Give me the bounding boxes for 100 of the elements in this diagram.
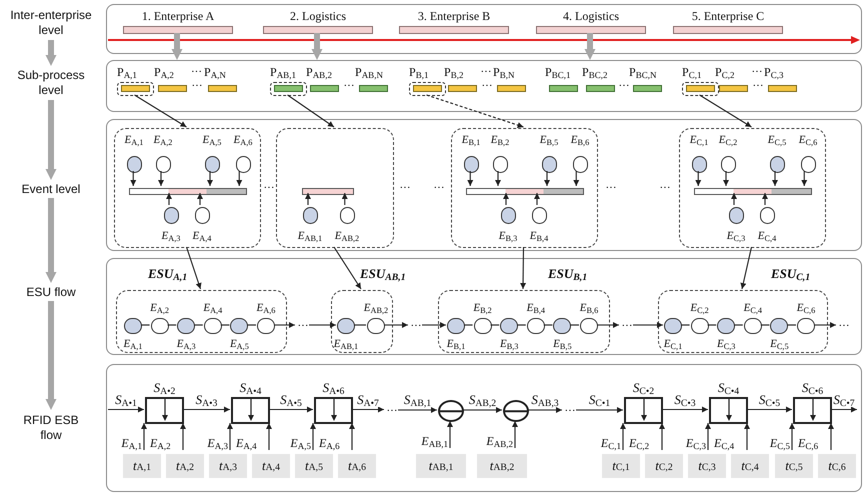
ellipse-symbol (503, 400, 529, 422)
connector-line (544, 324, 552, 326)
arrow (731, 193, 737, 205)
arrow (352, 406, 384, 412)
event-group-frame (276, 128, 394, 248)
leader-arrow (426, 94, 524, 128)
signal-label: S$_{A•1}$ (114, 392, 138, 406)
level-panel (106, 119, 862, 251)
event-group-frame (451, 128, 598, 248)
event-label: E$_{B,3}$ (500, 337, 518, 351)
subprocess-label: P$_{C,2}$ (715, 65, 734, 80)
level-panel (106, 258, 862, 355)
subprocess-label: P$_{C,1}$ (682, 65, 702, 80)
time-cell: t$_{A,6}$ (338, 454, 376, 478)
event-label: E$_{C,2}$ (718, 133, 738, 147)
continuation-dots: ··· (658, 182, 672, 194)
arrow (266, 423, 272, 450)
continuation-dots: ··· (296, 320, 310, 332)
level-label: RFID ESB flow (20, 410, 82, 446)
arrow (772, 171, 778, 186)
event-label: E$_{C,6}$ (796, 301, 816, 315)
continuation-dots: ··· (342, 80, 356, 92)
event-label: E$_{A,4}$ (203, 301, 222, 315)
event-bar (302, 188, 354, 195)
leader-arrow (699, 94, 752, 128)
time-cell: t$_{C,5}$ (775, 454, 813, 478)
connector-line (787, 324, 796, 326)
arrow (158, 171, 164, 186)
event-label: E$_{C,5}$ (770, 337, 789, 351)
event-label: E$_{B,1}$ (462, 133, 480, 147)
arrow (463, 407, 502, 413)
leader-arrow (134, 94, 187, 128)
arrow (141, 423, 147, 450)
event-label: E$_{A,6}$ (234, 133, 252, 147)
subprocess-label: P$_{AB,1}$ (270, 65, 296, 80)
state-label: S$_{C•6}$ (802, 380, 824, 395)
signal-label: E$_{C,4}$ (711, 435, 748, 451)
signal-label: E$_{C,3}$ (682, 435, 709, 451)
signal-label: E$_{C,2}$ (626, 435, 663, 451)
arrow (620, 423, 626, 450)
event-label: E$_{A,6}$ (256, 301, 276, 315)
event-label: E$_{A,3}$ (176, 337, 196, 351)
block-arrow (312, 33, 322, 60)
continuation-dots: ··· (563, 405, 577, 417)
connector-line (247, 324, 256, 326)
signal-label: S$_{A•5}$ (279, 392, 303, 406)
event-label: E$_{C,3}$ (726, 229, 746, 243)
arrow (197, 193, 203, 205)
event-label: E$_{B,4}$ (530, 229, 548, 243)
signal-label: E$_{A,3}$ (204, 435, 231, 451)
event-label: E$_{C,4}$ (744, 301, 762, 315)
event-label: E$_{C,2}$ (690, 301, 709, 315)
process-label: 4. Logistics (563, 9, 619, 23)
signal-label: S$_{AB,2}$ (468, 393, 498, 407)
arrow (269, 406, 313, 412)
continuation-dots: ··· (752, 80, 764, 92)
leader-arrow (186, 246, 202, 290)
event-label: E$_{B,5}$ (540, 133, 558, 147)
subprocess-label: P$_{A,1}$ (117, 65, 137, 80)
arrow (166, 193, 172, 205)
event-label: E$_{C,5}$ (768, 133, 786, 147)
arrow (801, 171, 808, 186)
process-label: 1. Enterprise A (142, 9, 214, 23)
event-bar (466, 188, 584, 195)
esu-heading: ESU$_{C,1}$ (771, 266, 810, 282)
arrow (747, 406, 792, 412)
connector-line (517, 324, 526, 326)
time-cell: t$_{C,3}$ (688, 454, 726, 478)
connector-line (734, 324, 743, 326)
subprocess-label: P$_{B,N}$ (493, 65, 514, 80)
arrow (695, 171, 702, 186)
signal-label: S$_{C•7}$ (832, 392, 856, 406)
time-cell: t$_{AB,1}$ (416, 454, 466, 478)
connector-line (141, 324, 150, 326)
arrow (467, 171, 474, 186)
time-cell: t$_{A,4}$ (252, 454, 290, 478)
continuation-dots: ··· (398, 182, 412, 194)
leader-arrow (740, 246, 752, 290)
connector-line (708, 324, 716, 326)
continuation-dots: ··· (751, 64, 763, 80)
level-label: Event level (2, 180, 100, 198)
arrow (180, 423, 186, 450)
signal-label: S$_{AB,1}$ (402, 393, 432, 407)
state-label: S$_{A•4}$ (240, 380, 262, 395)
connector-line (490, 324, 500, 326)
arrow (310, 423, 316, 450)
event-label: E$_{C,6}$ (798, 133, 818, 147)
arrow (705, 423, 711, 450)
event-bar (129, 188, 247, 195)
time-cell: t$_{A,1}$ (123, 454, 161, 478)
time-cell: t$_{A,3}$ (209, 454, 247, 478)
continuation-dots: ··· (385, 405, 399, 417)
event-label: E$_{B,2}$ (490, 133, 510, 147)
arrow (544, 171, 550, 186)
ellipse-symbol (438, 400, 464, 422)
continuation-dots: ··· (409, 320, 423, 332)
level-label: Sub-process level (9, 66, 93, 100)
arrow (384, 322, 408, 328)
level-label: ESU flow (2, 283, 100, 301)
event-label: E$_{B,1}$ (446, 337, 466, 351)
